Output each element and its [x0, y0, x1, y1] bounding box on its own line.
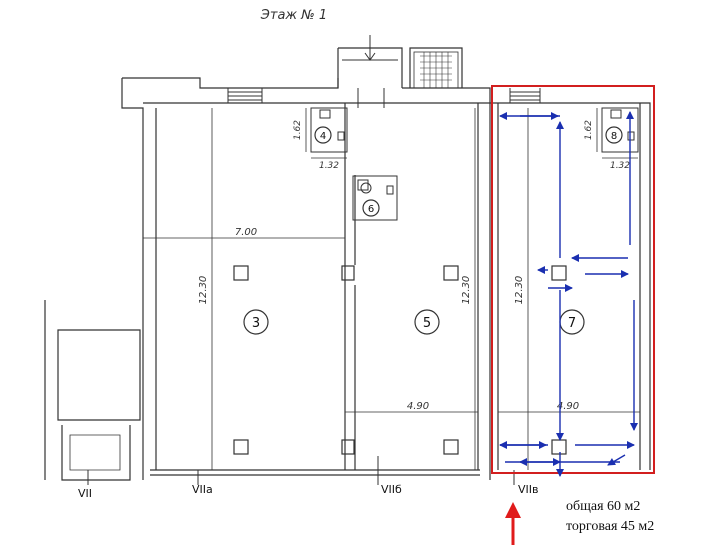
dim-width-4-90-b: 4.90	[557, 401, 579, 412]
axis-label-viia: VIIa	[192, 483, 213, 496]
axis-label-vii: VII	[78, 487, 92, 500]
room-3-label: 3	[252, 316, 260, 331]
room-7-label: 7	[568, 316, 576, 331]
axis-label-viib: VIIб	[381, 483, 402, 496]
room-6-label: 6	[368, 204, 374, 215]
dim-1-62-b: 1.62	[584, 120, 594, 140]
axis-labels: VII VIIa VIIб VIIв	[78, 483, 539, 500]
window-marks	[227, 35, 541, 108]
dim-1-32-b: 1.32	[610, 161, 630, 171]
axis-label-viiv: VIIв	[518, 483, 539, 496]
sales-area-note: торговая 45 м2	[566, 519, 655, 534]
dim-width-7-00: 7.00	[235, 227, 257, 238]
total-area-note: общая 60 м2	[566, 499, 641, 514]
dim-width-4-90-a: 4.90	[407, 401, 429, 412]
room-5-label: 5	[423, 316, 431, 331]
dimension-lines	[143, 108, 640, 470]
entrance-arrow	[505, 502, 521, 545]
room-numbers: 3 5 7 4 6 8	[252, 131, 617, 331]
dim-height-12-30-a: 12.30	[198, 276, 209, 305]
dim-1-62-a: 1.62	[293, 120, 303, 140]
wc-rooms	[310, 107, 639, 221]
floor-title: Этаж № 1	[260, 8, 327, 23]
room-8-label: 8	[611, 131, 617, 142]
room-labels	[243, 126, 623, 335]
axis-markers	[87, 456, 515, 485]
highlight-frame	[491, 85, 655, 474]
outer-walls	[44, 47, 651, 481]
dim-height-12-30-b: 12.30	[461, 276, 472, 305]
room-4-label: 4	[320, 131, 326, 142]
dim-1-32-a: 1.32	[319, 161, 339, 171]
dimension-labels: 7.00 12.30 12.30 12.30 4.90 4.90 1.62 1.…	[198, 120, 630, 412]
dim-height-12-30-c: 12.30	[514, 276, 525, 305]
blue-arrows	[499, 111, 638, 477]
